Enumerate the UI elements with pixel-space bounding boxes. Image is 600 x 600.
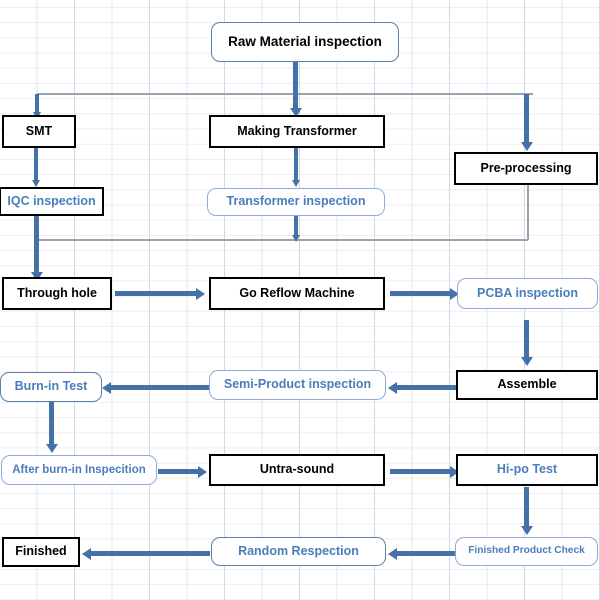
edge-hipo-to-finished-check-shaft	[524, 487, 529, 529]
edge-iqc-to-through-hole-head	[30, 272, 43, 281]
node-hi-po-test[interactable]: Hi-po Test	[456, 454, 598, 486]
edge-finished-check-to-random-shaft	[396, 551, 456, 556]
edge-reflow-to-pcba-shaft	[390, 291, 452, 296]
node-untra-sound[interactable]: Untra-sound	[209, 454, 385, 486]
edge-burn-in-to-after-head	[45, 444, 58, 453]
node-random-respection[interactable]: Random Respection	[211, 537, 386, 566]
edge-preprocessing-down-leg	[527, 182, 529, 240]
edge-after-burn-in-to-untrasound-head	[198, 465, 207, 478]
edge-semi-to-burn-in-shaft	[110, 385, 210, 390]
edge-bus-to-preprocessing-shaft	[524, 94, 529, 144]
node-iqc-inspection[interactable]: IQC inspection	[0, 187, 104, 216]
edge-random-to-finished-shaft	[90, 551, 210, 556]
edge-after-burn-in-to-untrasound-shaft	[158, 469, 200, 474]
node-finished-product-check[interactable]: Finished Product Check	[455, 537, 598, 566]
edge-burn-in-to-after-shaft	[49, 402, 54, 446]
edge-semi-to-burn-in-head	[102, 381, 111, 394]
edge-transformer-inspection-down-head	[291, 235, 300, 242]
node-pre-processing[interactable]: Pre-processing	[454, 152, 598, 185]
edge-assemble-to-semi-head	[388, 381, 397, 394]
edge-smt-to-iqc-shaft	[34, 148, 38, 182]
edge-untrasound-to-hipo-shaft	[390, 469, 452, 474]
edge-raw-to-making-transformer-head	[289, 108, 302, 117]
node-making-transformer[interactable]: Making Transformer	[209, 115, 385, 148]
edge-making-to-transformer-inspection-shaft	[294, 148, 298, 182]
edge-smt-to-iqc-head	[32, 180, 40, 187]
edge-raw-to-making-transformer-shaft	[293, 62, 298, 110]
edge-hipo-to-finished-check-head	[520, 526, 533, 535]
edge-bus-to-smt-shaft	[35, 94, 39, 114]
edge-through-hole-to-reflow-shaft	[115, 291, 198, 296]
node-finished[interactable]: Finished	[2, 537, 80, 567]
node-raw-material-inspection[interactable]: Raw Material inspection	[211, 22, 399, 62]
bus-line-second	[37, 239, 528, 241]
node-smt[interactable]: SMT	[2, 115, 76, 148]
edge-through-hole-to-reflow-head	[196, 287, 205, 300]
node-semi-product-inspection[interactable]: Semi-Product inspection	[209, 370, 386, 400]
node-through-hole[interactable]: Through hole	[2, 277, 112, 310]
edge-untrasound-to-hipo-head	[450, 465, 459, 478]
node-assemble[interactable]: Assemble	[456, 370, 598, 400]
edge-finished-check-to-random-head	[388, 547, 397, 560]
node-transformer-inspection[interactable]: Transformer inspection	[207, 188, 385, 216]
edge-pcba-to-assemble-head	[520, 357, 533, 366]
edge-iqc-to-through-hole-shaft	[34, 216, 39, 276]
edge-reflow-to-pcba-head	[450, 287, 459, 300]
edge-bus-to-preprocessing-head	[520, 142, 533, 151]
edge-random-to-finished-head	[82, 547, 91, 560]
node-go-reflow-machine[interactable]: Go Reflow Machine	[209, 277, 385, 310]
edge-assemble-to-semi-shaft	[396, 385, 456, 390]
bus-line-top	[37, 93, 533, 95]
edge-transformer-inspection-down-shaft	[294, 216, 298, 238]
node-burn-in-test[interactable]: Burn-in Test	[0, 372, 102, 402]
edge-pcba-to-assemble-shaft	[524, 320, 529, 360]
node-pcba-inspection[interactable]: PCBA inspection	[457, 278, 598, 309]
edge-making-to-transformer-inspection-head	[291, 180, 300, 187]
node-after-burn-in-inspection[interactable]: After burn-in Inspecition	[1, 455, 157, 485]
